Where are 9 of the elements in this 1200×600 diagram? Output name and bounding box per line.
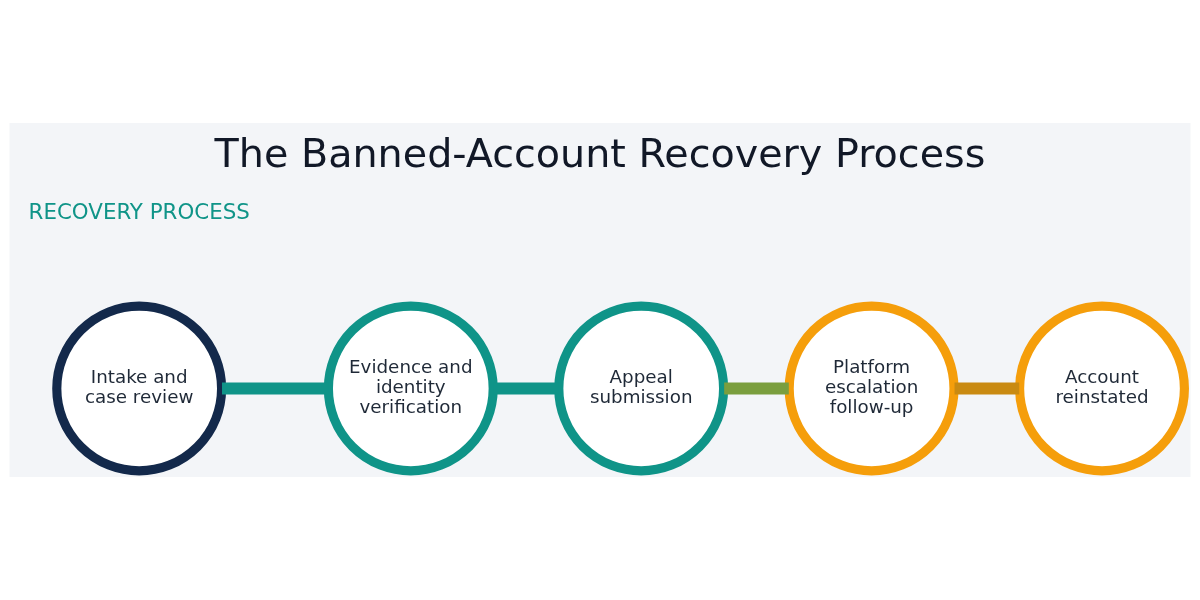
diagram-title: The Banned-Account Recovery Process xyxy=(214,129,986,176)
node-circle: Intake and case review xyxy=(52,301,227,476)
node-circle: Account reinstated xyxy=(1015,301,1189,476)
node-circle: Evidence and identity verification xyxy=(323,301,498,476)
connector xyxy=(724,382,789,395)
label: RECOVERY PROCESS xyxy=(28,198,250,224)
node-circle: Appeal submission xyxy=(554,301,729,476)
node-circle: Platform escalation follow-up xyxy=(784,301,959,476)
connector xyxy=(954,382,1020,395)
